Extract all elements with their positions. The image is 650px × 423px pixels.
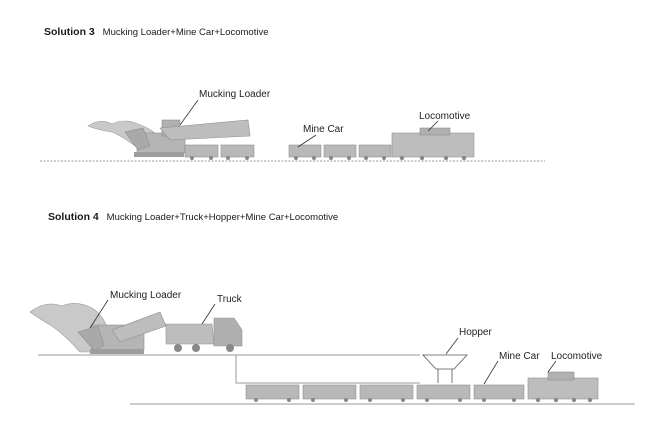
solution-4-label-hopper: Hopper: [459, 327, 492, 338]
solution-3-label-locomotive: Locomotive: [419, 111, 471, 122]
solution-4-truck: [165, 317, 243, 352]
solution-3-locomotive-leader: [427, 120, 439, 132]
solution-3-mine-cars: [288, 144, 392, 160]
solution-3-label-mine-car: Mine Car: [303, 124, 344, 135]
solution-3-mucking-loader-leader: [179, 99, 199, 126]
solution-4-description: Mucking Loader+Truck+Hopper+Mine Car+Loc…: [106, 212, 339, 223]
solution-3-mucking-loader: [124, 119, 251, 157]
solution-4-mine-car-leader: [483, 360, 499, 385]
solution-4-mine-cars: [245, 384, 525, 402]
solution-4-locomotive: [527, 371, 599, 403]
solution-4-mucking-loader-leader: [89, 299, 109, 329]
solution-4-label-mine-car: Mine Car: [499, 351, 540, 362]
solution-4-hopper-leader: [445, 337, 459, 355]
solution-4-label-truck: Truck: [217, 294, 243, 305]
solution-3-loader-cars: [184, 144, 255, 160]
solution-4-hopper: [422, 354, 468, 383]
solution-4-number: Solution 4: [48, 211, 99, 223]
solution-4-truck-leader: [201, 303, 216, 325]
solution-4-heading: Solution 4 Mucking Loader+Truck+Hopper+M…: [48, 211, 338, 223]
solution-3-mine-car-leader: [297, 134, 317, 148]
solution-4-locomotive-leader: [547, 360, 557, 373]
solution-4-label-locomotive: Locomotive: [551, 351, 603, 362]
solution-4-diagram: Mucking Loader Truck Hopper Mine Car Loc…: [29, 290, 635, 405]
solution-3-label-mucking-loader: Mucking Loader: [199, 89, 271, 100]
solution-4-label-mucking-loader: Mucking Loader: [110, 290, 182, 301]
solution-3-heading: Solution 3 Mucking Loader+Mine Car+Locom…: [44, 26, 268, 38]
solution-3-number: Solution 3: [44, 26, 95, 38]
solution-4-platform-edge: [235, 355, 420, 384]
solution-3-locomotive: [391, 127, 475, 161]
solution-3-description: Mucking Loader+Mine Car+Locomotive: [102, 27, 269, 38]
solution-3-diagram: Mucking Loader Mine Car Locomotive: [40, 89, 545, 162]
